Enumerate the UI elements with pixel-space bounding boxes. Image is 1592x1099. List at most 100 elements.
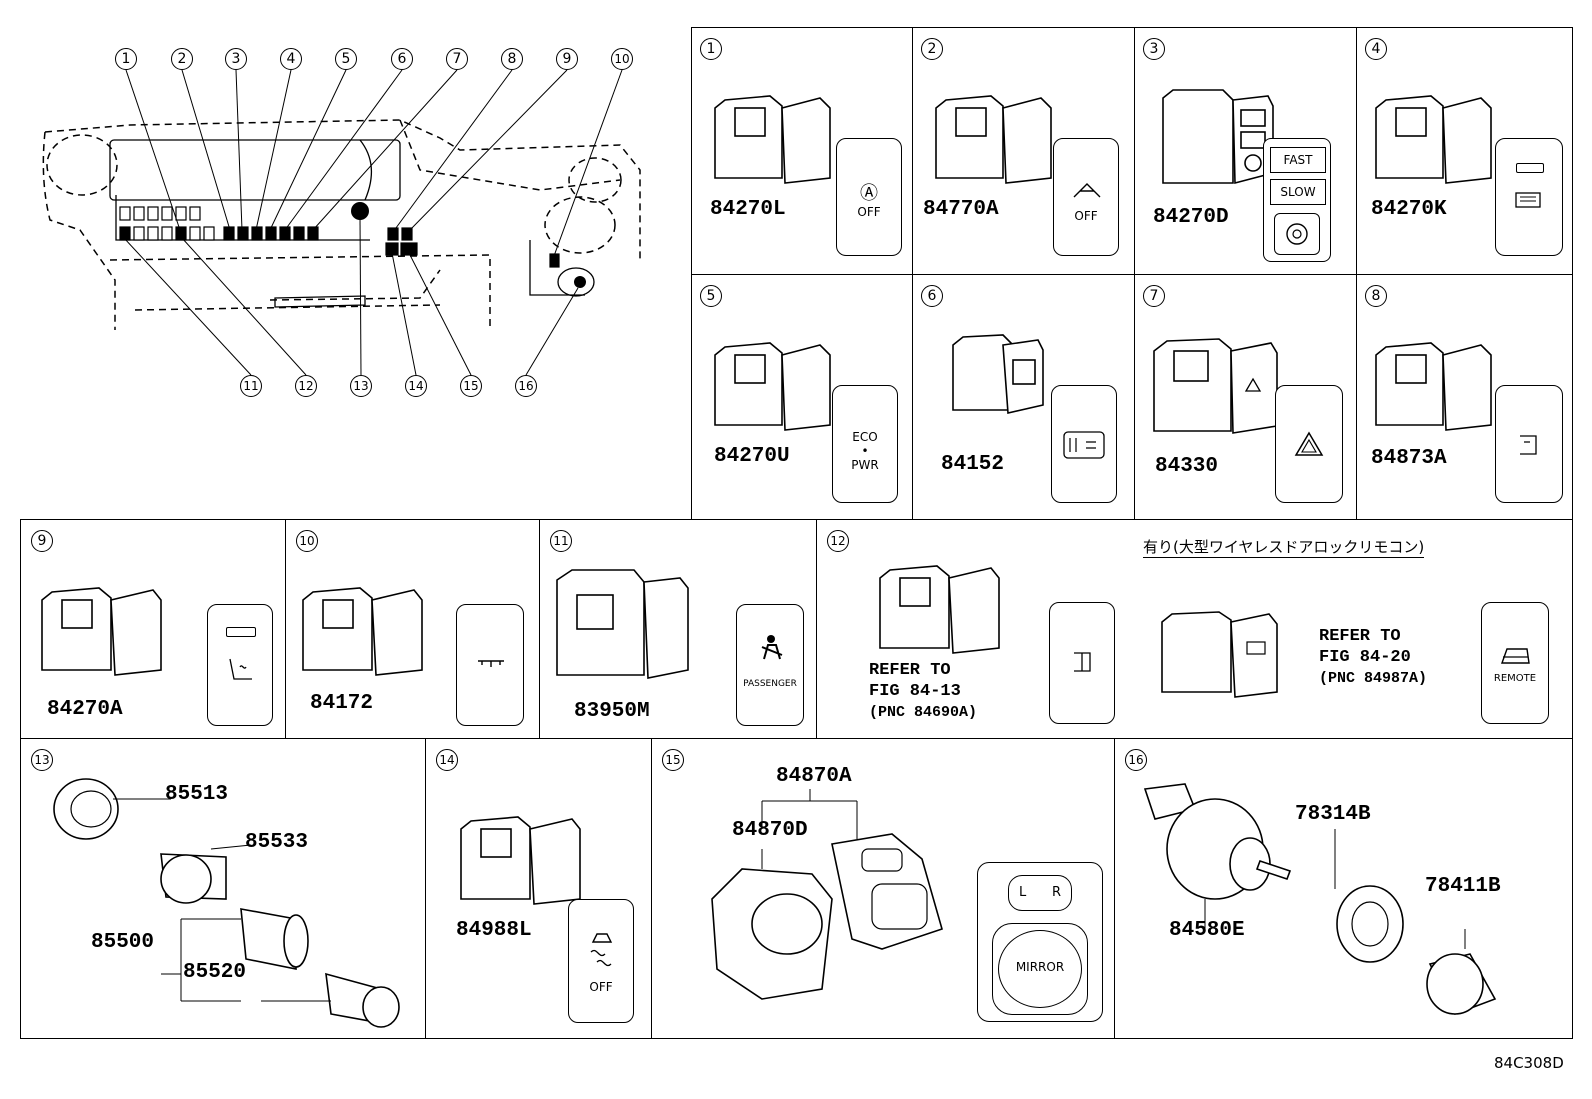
cell-number: 5 [700, 285, 722, 307]
switch-body-drawing [1162, 89, 1274, 185]
callout-4: 4 [280, 48, 302, 70]
remote-switch-drawing [1161, 611, 1278, 698]
figure-id: 84C308D [1494, 1054, 1564, 1072]
cell-number: 6 [921, 285, 943, 307]
switch-body-drawing [556, 569, 689, 679]
callout-12: 12 [295, 375, 317, 397]
part-number: 78411B [1425, 875, 1501, 898]
cell-14: 14 84988L OFF [425, 738, 652, 1039]
switch-body-drawing [1153, 338, 1278, 434]
switch-face: OFF [1053, 138, 1119, 256]
cell-15: 15 84870A 84870D L R MIRROR [651, 738, 1115, 1039]
cigarette-lighter-drawing [53, 778, 400, 1028]
switch-face: PASSENGER [736, 604, 804, 726]
defogger-icon [1515, 192, 1541, 208]
cell-number: 8 [1365, 285, 1387, 307]
callout-14: 14 [405, 375, 427, 397]
callout-2: 2 [171, 48, 193, 70]
cruise-icon [1286, 223, 1308, 245]
cell-number: 1 [700, 38, 722, 60]
cell-number: 11 [550, 530, 572, 552]
part-number: 84270A [47, 698, 123, 721]
traction-control-icon [590, 933, 613, 967]
callout-3: 3 [225, 48, 247, 70]
room-light-icon [478, 660, 504, 667]
cell-8: 8 84873A [1356, 274, 1573, 520]
cell-6: 6 84152 [912, 274, 1135, 520]
mirror-switch-face: L R MIRROR [977, 862, 1103, 1022]
indicator-lamp [1516, 163, 1544, 173]
cell-12: 12 REFER TO FIG 84-13 (PNC 84690A) 有り(大型… [816, 519, 1573, 739]
lr-selector: L R [1008, 875, 1072, 911]
part-number: 84870A [776, 765, 852, 788]
indicator-lamp [226, 627, 256, 637]
switch-face [207, 604, 273, 726]
part-number: 83950M [574, 700, 650, 723]
dashboard-outline [42, 69, 641, 376]
refer-note-a: REFER TO FIG 84-13 (PNC 84690A) [869, 661, 978, 721]
part-number: 84270D [1153, 206, 1229, 229]
part-number: 84172 [310, 692, 374, 715]
callout-9: 9 [556, 48, 578, 70]
cell-3: 3 84270D FAST SLOW [1134, 27, 1357, 275]
switch-face: FAST SLOW [1263, 138, 1331, 262]
part-number: 85533 [245, 831, 309, 854]
callout-13: 13 [350, 375, 372, 397]
cell-number: 2 [921, 38, 943, 60]
cell-number: 12 [827, 530, 849, 552]
switch-face [456, 604, 524, 726]
callout-8: 8 [501, 48, 523, 70]
switch-face: ECO • PWR [832, 385, 898, 503]
power-door-icon [1520, 435, 1537, 455]
cell-number: 15 [662, 749, 684, 771]
switch-body-drawing [879, 565, 1000, 654]
part-number: 84770A [923, 198, 999, 221]
cell-number: 14 [436, 749, 458, 771]
remote-switch-face: REMOTE [1481, 602, 1549, 724]
callout-6: 6 [391, 48, 413, 70]
switch-body-drawing [1375, 342, 1492, 431]
part-number: 85500 [91, 931, 155, 954]
callout-5: 5 [335, 48, 357, 70]
switch-face [1495, 385, 1563, 503]
part-number: 85520 [183, 961, 247, 984]
part-number: 84873A [1371, 447, 1447, 470]
overview-diagram: 1 2 3 4 5 6 7 8 9 10 11 12 13 14 15 16 [20, 30, 680, 410]
switch-face: Ⓐ OFF [836, 138, 902, 256]
cell-11: 11 83950M PASSENGER [539, 519, 817, 739]
cell-9: 9 84270A [20, 519, 286, 739]
switch-body-drawing [302, 587, 423, 676]
cell-13: 13 85513 85533 85500 85520 [20, 738, 426, 1039]
seat-heater-icon [229, 658, 252, 680]
cell-1: 1 84270L Ⓐ OFF [691, 27, 913, 275]
callout-15: 15 [460, 375, 482, 397]
callout-7: 7 [446, 48, 468, 70]
part-number: 84580E [1169, 919, 1245, 942]
switch-body-drawing [952, 334, 1044, 414]
switch-face [1051, 385, 1117, 503]
door-icon [1074, 652, 1091, 672]
condition-note: 有り(大型ワイヤレスドアロックリモコン) [1143, 538, 1425, 558]
mirror-control-drawing [1143, 783, 1497, 1016]
switch-body-drawing [1375, 95, 1492, 184]
cell-number: 10 [296, 530, 318, 552]
part-number: 85513 [165, 783, 229, 806]
part-number: 84270K [1371, 198, 1447, 221]
refer-note-b: REFER TO FIG 84-20 (PNC 84987A) [1319, 627, 1428, 687]
airbag-icon [761, 635, 783, 660]
cell-2: 2 84770A OFF [912, 27, 1135, 275]
fast-key: FAST [1270, 147, 1326, 173]
part-number: 84152 [941, 453, 1005, 476]
cell-number: 7 [1143, 285, 1165, 307]
hazard-icon [1294, 431, 1324, 456]
mirror-switch-drawing [711, 789, 943, 1000]
switch-face: OFF [568, 899, 634, 1023]
switch-face [1275, 385, 1343, 503]
callout-11: 11 [240, 375, 262, 397]
switch-body-drawing [714, 95, 831, 184]
part-number: 78314B [1295, 803, 1371, 826]
part-number: 84870D [732, 819, 808, 842]
headlight-leveling-icon [1063, 431, 1105, 459]
switch-face [1495, 138, 1563, 256]
callout-1: 1 [115, 48, 137, 70]
